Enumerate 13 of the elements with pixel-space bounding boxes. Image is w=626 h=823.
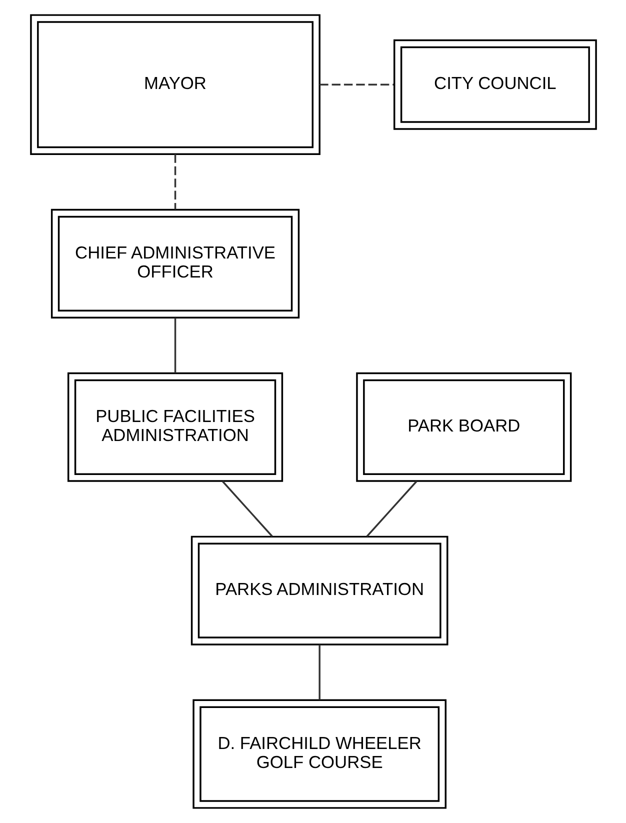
connector (318, 644, 320, 700)
connector (174, 154, 176, 210)
connector (221, 480, 272, 537)
node-box: PUBLIC FACILITIES ADMINISTRATION (66, 372, 283, 482)
node-box: CHIEF ADMINISTRATIVE OFFICER (50, 208, 300, 318)
connector (319, 84, 394, 86)
node-box: CITY COUNCIL (392, 39, 596, 130)
connector (366, 480, 417, 537)
node-box: D. FAIRCHILD WHEELER GOLF COURSE (192, 699, 446, 809)
connector (174, 318, 176, 373)
node-box: PARKS ADMINISTRATION (190, 536, 448, 646)
node-box: PARK BOARD (356, 372, 572, 482)
node-box: MAYOR (30, 14, 320, 156)
